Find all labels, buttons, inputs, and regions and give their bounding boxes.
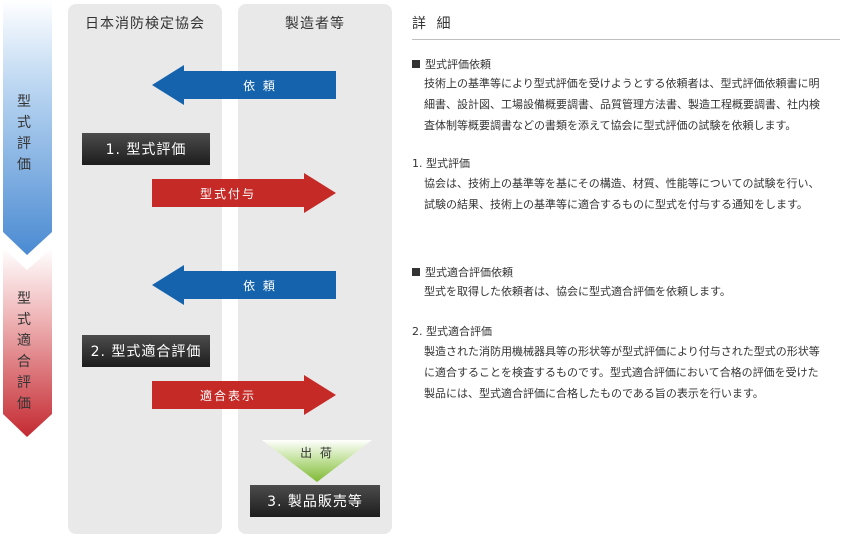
conformity-mark-arrow <box>152 375 336 415</box>
heading-text: 型式評価依頼 <box>425 58 491 71</box>
section-type-evaluation-heading: 1. 型式評価 <box>412 157 470 170</box>
phase-evaluation-label: 型式評価 <box>10 92 38 176</box>
shipment-arrow <box>262 440 372 482</box>
section-type-evaluation-request-heading: 型式評価依頼 <box>412 56 491 72</box>
phase-label-char: 評 <box>17 375 31 391</box>
details-divider <box>412 39 840 40</box>
phase-evaluation-arrow <box>3 0 52 255</box>
bullet-square-icon <box>412 60 420 68</box>
phase-label-char: 適 <box>17 333 31 349</box>
grant-label: 型式付与 <box>199 187 256 201</box>
manufacturer-column-header: 製造者等 <box>285 16 345 32</box>
heading-text: 型式適合評価依頼 <box>425 266 513 279</box>
grant-arrow <box>152 173 336 213</box>
request-label-2: 依 頼 <box>243 279 277 293</box>
section-type-evaluation-request-body: 技術上の基準等により型式評価を受けようとする依頼者は、型式評価依頼書に明 細書、… <box>424 77 820 132</box>
phase-label-char: 式 <box>17 312 31 328</box>
request-arrow-2 <box>152 265 336 305</box>
phase-label-char: 価 <box>17 396 31 412</box>
phase-label-char: 評 <box>17 136 31 152</box>
phase-conformity-label: 型式適合評価 <box>10 289 38 415</box>
section-type-evaluation-body: 協会は、技術上の基準等を基にその構造、材質、性能等についての試験を行い、 試験の… <box>424 177 820 211</box>
phase-label-char: 合 <box>17 354 31 370</box>
phase-label-char: 式 <box>17 115 31 131</box>
section-conformity-request-body: 型式を取得した依頼者は、協会に型式適合評価を依頼します。 <box>424 285 731 298</box>
section-conformity-evaluation-heading: 2. 型式適合評価 <box>412 325 492 338</box>
step-product-sales: 3. 製品販売等 <box>250 485 380 517</box>
request-arrow-1 <box>152 65 336 105</box>
jfeii-column-header: 日本消防検定協会 <box>85 16 205 32</box>
conformity-mark-label: 適合表示 <box>199 389 256 403</box>
bullet-square-icon <box>412 268 420 276</box>
details-title: 詳 細 <box>412 16 454 32</box>
phase-label-char: 価 <box>17 157 31 173</box>
step-type-evaluation: 1. 型式評価 <box>82 133 210 165</box>
phase-conformity-arrow <box>3 248 52 437</box>
phase-label-char: 型 <box>17 291 31 307</box>
shipment-label: 出 荷 <box>300 446 334 460</box>
section-conformity-request-heading: 型式適合評価依頼 <box>412 264 513 280</box>
phase-label-char: 型 <box>17 94 31 110</box>
section-conformity-evaluation-body: 製造された消防用機械器具等の形状等が型式評価により付与された型式の形状等 に適合… <box>424 345 820 400</box>
phase-arrows <box>3 0 52 437</box>
request-label-1: 依 頼 <box>243 79 277 93</box>
step-conformity-evaluation: 2. 型式適合評価 <box>82 335 210 367</box>
